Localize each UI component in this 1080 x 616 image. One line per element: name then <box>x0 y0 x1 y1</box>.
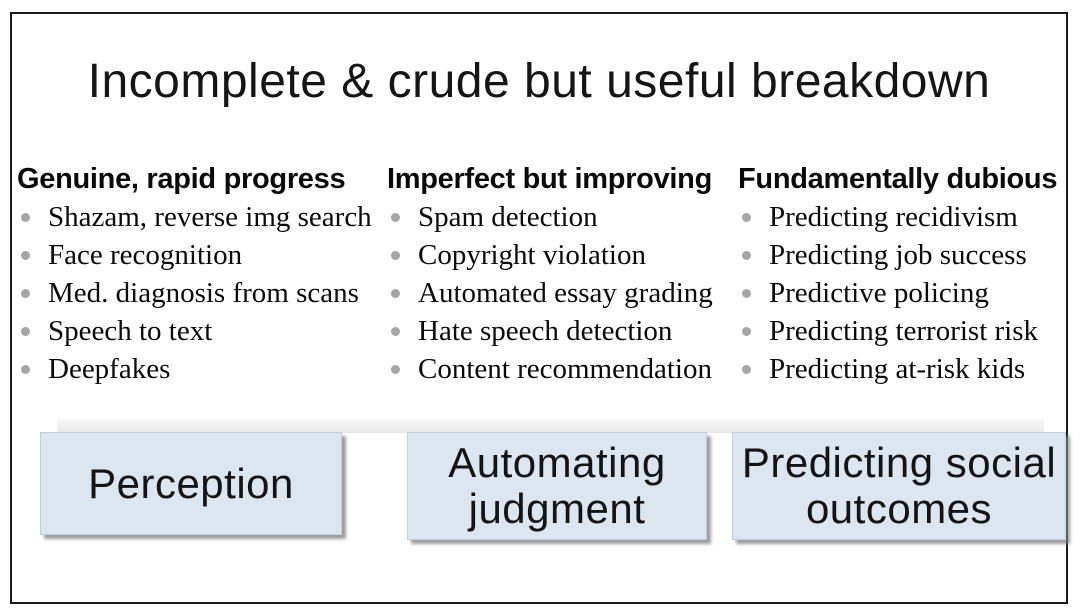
list-item-text: Copyright violation <box>418 239 646 271</box>
list-item-text: Predicting job success <box>769 239 1027 271</box>
bullet-icon <box>742 251 751 260</box>
list-item-text: Predicting recidivism <box>769 201 1018 233</box>
bullet-icon <box>742 289 751 298</box>
slide-title: Incomplete & crude but useful breakdown <box>87 55 991 108</box>
list-item-text: Med. diagnosis from scans <box>48 277 359 309</box>
list-item-text: Content recommendation <box>418 353 712 385</box>
column-header: Imperfect but improving <box>387 163 713 195</box>
list-item: Spam detection <box>387 198 735 236</box>
list-item: Predictive policing <box>738 274 1064 312</box>
boxes-shadow-band <box>57 419 1044 433</box>
column-header: Genuine, rapid progress <box>17 163 346 195</box>
bullet-list: Predicting recidivism Predicting job suc… <box>738 198 1064 388</box>
bullet-icon <box>391 251 400 260</box>
bullet-list: Shazam, reverse img search Face recognit… <box>17 198 379 388</box>
bullet-icon <box>742 365 751 374</box>
category-box-perception: Perception <box>40 432 342 535</box>
list-item-text: Predictive policing <box>769 277 989 309</box>
bullet-icon <box>742 327 751 336</box>
bullet-icon <box>21 327 30 336</box>
bullet-icon <box>391 289 400 298</box>
list-item: Speech to text <box>17 312 379 350</box>
list-item: Predicting recidivism <box>738 198 1064 236</box>
bullet-icon <box>21 365 30 374</box>
list-item: Deepfakes <box>17 350 379 388</box>
column-fundamentally-dubious: Fundamentally dubious Predicting recidiv… <box>738 162 1064 388</box>
bullet-icon <box>391 365 400 374</box>
bullet-icon <box>21 251 30 260</box>
list-item-text: Spam detection <box>418 201 598 233</box>
list-item: Content recommendation <box>387 350 735 388</box>
list-item-text: Speech to text <box>48 315 213 347</box>
column-genuine-rapid-progress: Genuine, rapid progress Shazam, reverse … <box>17 162 379 388</box>
list-item: Copyright violation <box>387 236 735 274</box>
list-item: Predicting at-risk kids <box>738 350 1064 388</box>
list-item-text: Face recognition <box>48 239 243 271</box>
bullet-list: Spam detection Copyright violation Autom… <box>387 198 735 388</box>
box-label: Predicting social outcomes <box>741 439 1057 532</box>
bullet-icon <box>21 289 30 298</box>
bullet-icon <box>21 213 30 222</box>
bullet-icon <box>391 327 400 336</box>
list-item: Med. diagnosis from scans <box>17 274 379 312</box>
column-imperfect-but-improving: Imperfect but improving Spam detection C… <box>387 162 735 388</box>
list-item-text: Shazam, reverse img search <box>48 201 372 233</box>
list-item: Face recognition <box>17 236 379 274</box>
box-label: Automating judgment <box>448 439 666 532</box>
slide: Incomplete & crude but useful breakdown … <box>10 12 1068 604</box>
box-label: Perception <box>88 459 294 507</box>
list-item-text: Predicting at-risk kids <box>769 353 1026 385</box>
column-header: Fundamentally dubious <box>738 163 1058 195</box>
list-item: Predicting job success <box>738 236 1064 274</box>
bullet-icon <box>391 213 400 222</box>
list-item-text: Automated essay grading <box>418 277 713 309</box>
category-box-predicting-social-outcomes: Predicting social outcomes <box>732 432 1066 540</box>
list-item-text: Hate speech detection <box>418 315 673 347</box>
bullet-icon <box>742 213 751 222</box>
list-item: Automated essay grading <box>387 274 735 312</box>
list-item-text: Deepfakes <box>48 353 171 385</box>
list-item: Hate speech detection <box>387 312 735 350</box>
list-item: Shazam, reverse img search <box>17 198 379 236</box>
list-item: Predicting terrorist risk <box>738 312 1064 350</box>
category-box-automating-judgment: Automating judgment <box>407 432 707 540</box>
list-item-text: Predicting terrorist risk <box>769 315 1039 347</box>
